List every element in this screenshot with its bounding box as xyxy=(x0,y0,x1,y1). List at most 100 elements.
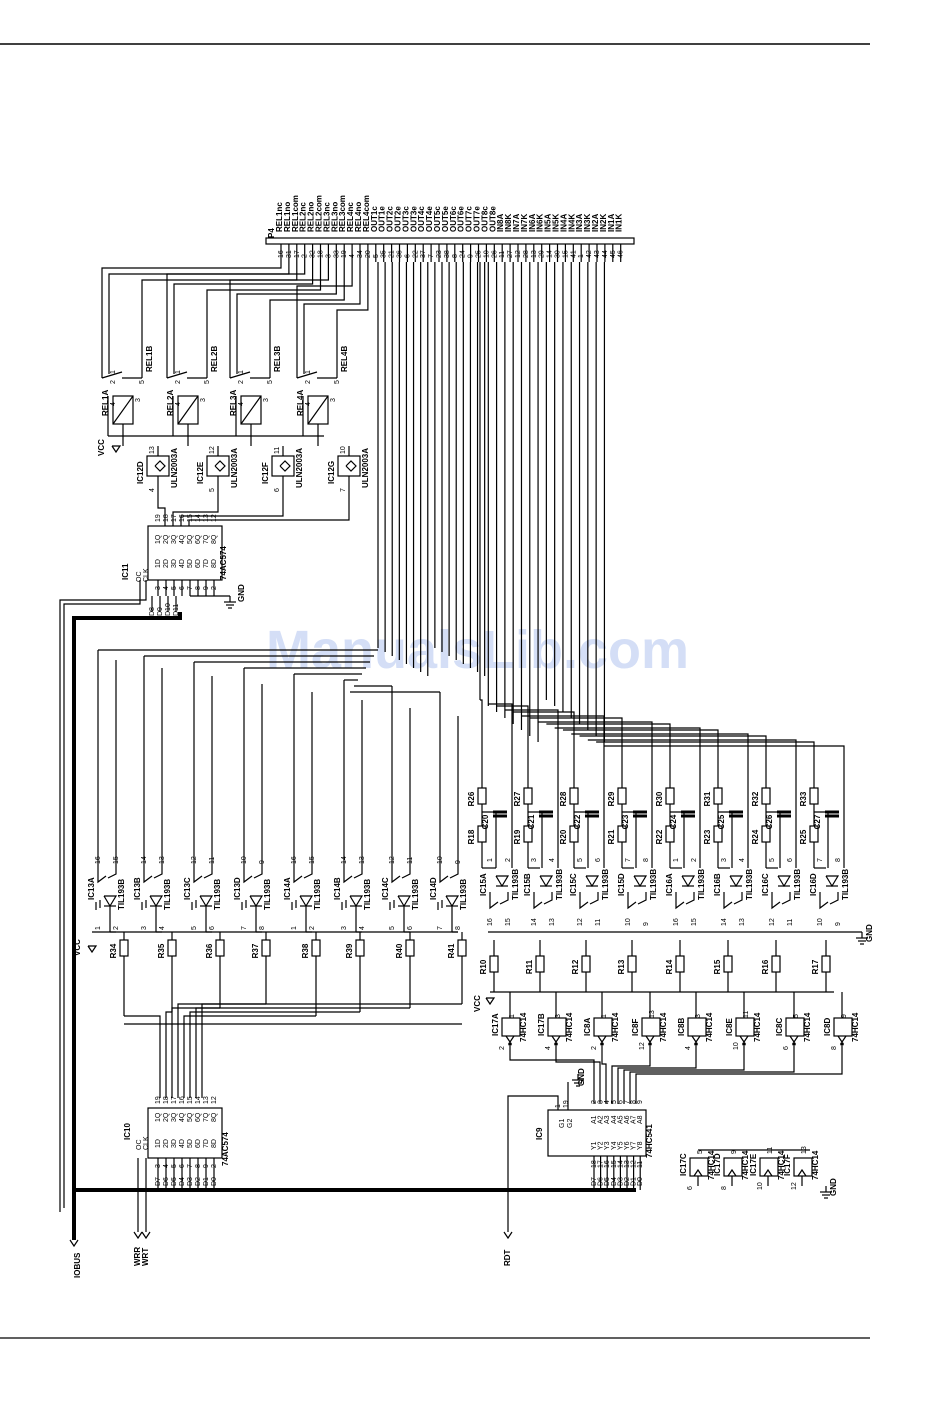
opto-diode xyxy=(825,875,840,888)
opto-out-part: TIL193B xyxy=(213,879,222,910)
schmitt-out-wire xyxy=(555,1046,601,1104)
driver-triangle xyxy=(214,460,226,472)
ic11-out-num: 18 xyxy=(163,514,170,522)
latch-to-res-wire xyxy=(165,1011,172,1098)
opto-pin: 12 xyxy=(577,918,584,926)
ic9-y-pin: Y6 xyxy=(624,1141,631,1150)
schmitt-name: IC17A xyxy=(491,1013,500,1036)
connector-signal-label: OUT4c xyxy=(417,206,426,232)
connector-signal-label: IN1A xyxy=(607,214,616,232)
opto-pin: 5 xyxy=(769,858,776,862)
driver-pin: 12 xyxy=(209,446,216,454)
schmitt-triangle xyxy=(645,1035,655,1044)
connector-signal-label: REL1com xyxy=(291,195,300,232)
schmitt-pin: 4 xyxy=(685,1046,692,1050)
spare-body xyxy=(723,1157,743,1177)
gnd-label: GND xyxy=(829,1178,838,1196)
ic11-out-num: 17 xyxy=(171,514,178,522)
schmitt-out-wire xyxy=(611,1046,651,1104)
ic10-q-pin: 4Q xyxy=(179,1112,186,1122)
opto-in-part: TIL193B xyxy=(511,869,520,900)
res-in-top-label: R28 xyxy=(559,791,568,806)
schmitt-part: 74HC14 xyxy=(565,1012,574,1042)
junction-dot xyxy=(694,1042,698,1046)
connector-signal-label: IN7A xyxy=(512,214,521,232)
opto-transistor xyxy=(685,892,695,905)
connector-signal-label: IN4A xyxy=(559,214,568,232)
connector-signal-label: IN2A xyxy=(591,214,600,232)
connector-signal-label: OUT4e xyxy=(425,206,434,232)
opto-in-name: IC16B xyxy=(713,873,722,896)
opto-pin: 5 xyxy=(577,858,584,862)
res-pull xyxy=(821,955,831,973)
relay-pin: 4 xyxy=(175,402,182,406)
opto-pin: 3 xyxy=(141,926,148,930)
connector-in-route xyxy=(529,717,623,758)
opto-pin: 16 xyxy=(487,918,494,926)
connector-signal-label: REL4com xyxy=(362,195,371,232)
connector-signal-label: OUT7e xyxy=(473,206,482,232)
connector-signal-label: OUT2c xyxy=(386,206,395,232)
schmitt-pin: 6 xyxy=(783,1046,790,1050)
opto-pin: 16 xyxy=(673,918,680,926)
ic11-out-num: 13 xyxy=(203,514,210,522)
res-in-top-label: R31 xyxy=(703,791,712,806)
relay-wire-no xyxy=(108,262,290,374)
res-in-top-label: R32 xyxy=(751,791,760,806)
relay-pin: 1 xyxy=(305,370,312,374)
opto-diode xyxy=(397,895,412,908)
relay-pin: 2 xyxy=(238,380,245,384)
opto-transistor xyxy=(829,892,839,905)
schmitt-body xyxy=(593,1017,613,1037)
opto-transistor xyxy=(733,892,743,905)
ic9-a-pin: A5 xyxy=(617,1115,624,1124)
latch-to-res-wire xyxy=(201,1003,462,1098)
vcc-label: VCC xyxy=(473,995,482,1012)
res-pull-label: R15 xyxy=(713,959,722,974)
opto-pin: 1 xyxy=(487,858,494,862)
opto-pin: 7 xyxy=(817,858,824,862)
relay-pin: 5 xyxy=(204,380,211,384)
connector-signal-label: OUT6e xyxy=(457,206,466,232)
schmitt-pin: 11 xyxy=(743,1011,750,1018)
cap-in-label: C27 xyxy=(813,814,822,829)
schmitt-body xyxy=(641,1017,661,1037)
opto-diode xyxy=(249,895,264,908)
vcc-symbol xyxy=(87,945,98,954)
ic10-out-num: 17 xyxy=(171,1096,178,1104)
res-pull-label: R12 xyxy=(571,959,580,974)
driver-name: IC12D xyxy=(136,461,145,484)
relay-pin: 4 xyxy=(110,402,117,406)
opto-transistor xyxy=(449,866,459,879)
schmitt-body xyxy=(833,1017,853,1037)
ic10-out-num: 19 xyxy=(155,1096,162,1104)
schmitt-pin: 2 xyxy=(499,1046,506,1050)
connector-signal-label: REL4no xyxy=(354,202,363,232)
ic9-rd-wire xyxy=(507,1095,559,1232)
opto-transistor xyxy=(819,892,829,910)
opto-pin: 12 xyxy=(769,918,776,926)
connector-signal-label: OUT3c xyxy=(401,206,410,232)
res-in-mid-label: R19 xyxy=(513,829,522,844)
schmitt-out-wire xyxy=(509,1046,595,1104)
res-in-top xyxy=(809,787,819,805)
opto-transistor xyxy=(589,892,599,905)
relay-switch-name: REL1B xyxy=(145,346,154,372)
driver-name: IC12G xyxy=(327,461,336,484)
driver-name: IC12E xyxy=(196,461,205,484)
ic11-out-num: 19 xyxy=(155,514,162,522)
ic11-out-num: 15 xyxy=(187,514,194,522)
ic11-oc-wire xyxy=(63,580,141,1208)
opto-out-name: IC14C xyxy=(381,877,390,900)
spare-pin: 5 xyxy=(697,1150,704,1154)
res-out-label: R37 xyxy=(251,943,260,958)
ic11-d-pin: 4D xyxy=(179,559,186,568)
relay-switch-name: REL4B xyxy=(340,346,349,372)
relay-switch-contact xyxy=(101,371,123,379)
opto-pin: 13 xyxy=(739,918,746,926)
relay-switch-name: REL3B xyxy=(273,346,282,372)
spare-triangle xyxy=(797,1168,807,1177)
schmitt-triangle xyxy=(551,1035,561,1044)
res-in-top xyxy=(569,787,579,805)
driver-to-latch-wire xyxy=(180,498,284,526)
